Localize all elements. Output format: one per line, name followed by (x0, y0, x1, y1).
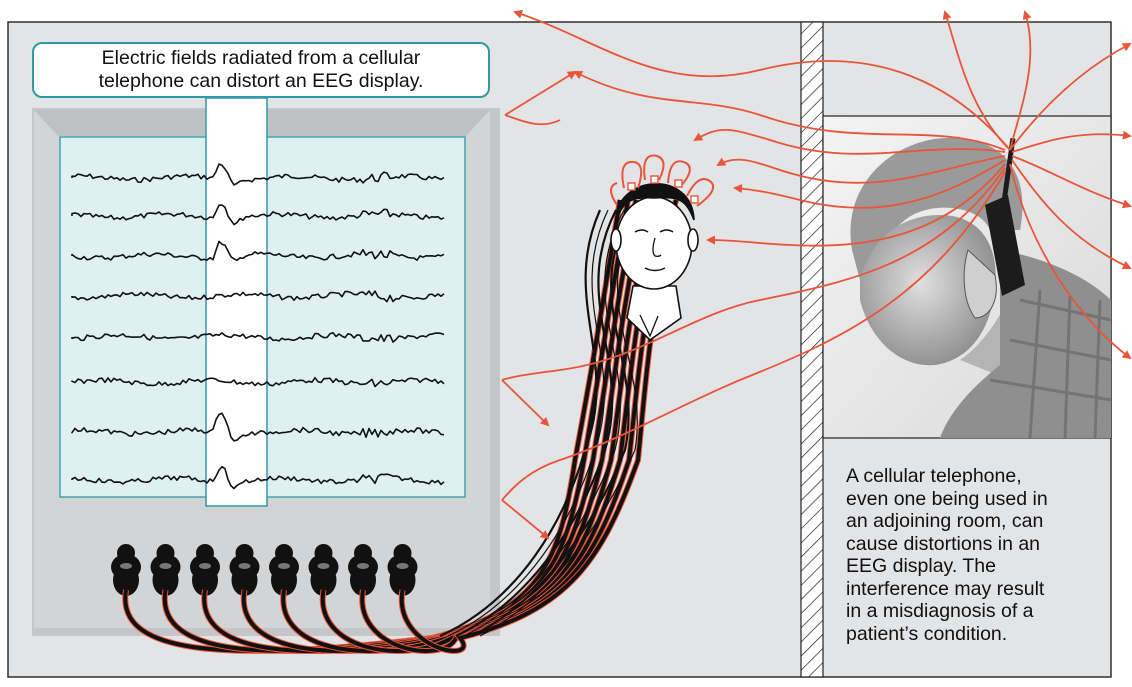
highlight-band (206, 98, 267, 506)
eeg-monitor (32, 98, 500, 636)
callout-top: Electric fields radiated from a cellular… (32, 42, 490, 98)
caption-text: A cellular telephone, even one being use… (846, 465, 1108, 645)
